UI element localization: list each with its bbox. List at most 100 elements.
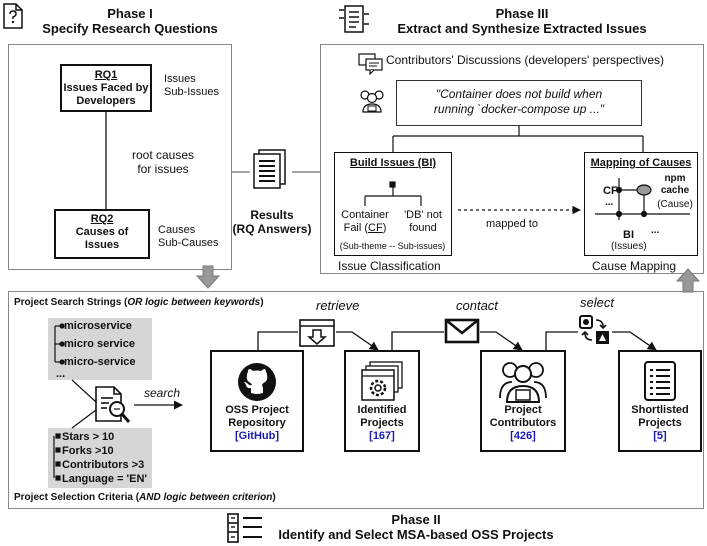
map-issues-label: (Issues) [611,241,647,252]
quote-tree-connector [392,126,644,152]
cause-mapping-label: Cause Mapping [592,259,677,273]
checklist-icon [643,360,677,402]
rq1-issues-label: Issues [164,73,196,85]
quote-line2: running `docker-compose up ..." [433,102,605,116]
keyword-item: micro-service [64,356,136,368]
contributors-count: [426] [510,430,536,442]
rq2-line2: Issues [84,239,120,251]
criteria-to-search-line [71,409,97,429]
identified-line1: Identified [357,404,407,416]
shortlisted-line1: Shortlisted [631,404,689,416]
repo-count: [GitHub] [235,430,279,442]
root-causes-label: root causes for issues [118,148,208,176]
criteria-label: Project Selection Criteria (AND logic be… [14,492,276,504]
phase1-panel [8,44,232,270]
rq1-subissues-label: Sub-Issues [164,86,220,98]
rq2-box: RQ2 Causes of Issues [54,209,150,259]
contact-envelope-icon [444,318,480,344]
criteria-label-logic: AND logic between criterion [139,492,273,503]
criterion-item: Language = 'EN' [62,473,147,485]
issue-classification-label: Issue Classification [338,259,441,273]
build-issues-tree [364,181,422,206]
search-strings-suffix: ) [260,297,264,308]
cf-abbr: CF [368,222,383,234]
db-line2: found [409,222,437,234]
map-bi-label: BI [623,229,634,241]
cf-line1: Container [341,209,389,221]
discussions-label: Contributors' Discussions (developers' p… [386,53,665,67]
phase1-title: Specify Research Questions [42,21,218,36]
container-fail-label: Container Fail (CF) [337,209,393,235]
phase2-label: Phase II [391,512,441,527]
map-dots-top: ... [605,197,614,208]
root-causes-line1: root causes [131,148,195,162]
rq2-line1: Causes of [75,226,129,238]
keyword-item: microservice [64,320,132,332]
keyword-item: micro service [64,338,135,350]
contact-label: contact [456,298,498,313]
search-label: search [144,386,181,400]
criterion-item: Forks >10 [62,445,114,457]
github-icon [237,362,277,402]
identified-count: [167] [369,430,395,442]
db-not-found-label: 'DB' not found [397,209,449,235]
map-npm-line2: cache [660,185,690,196]
phase3-heading: Phase III Extract and Synthesize Extract… [372,6,672,36]
results-label: Results (RQ Answers) [226,208,318,236]
criteria-label-suffix: ) [272,492,276,503]
map-npm-label: npm cache [653,173,697,197]
db-line1: 'DB' not [404,209,442,221]
keywords-to-search-line [71,379,97,403]
repo-line1: OSS Project [225,404,289,416]
build-issues-box: Build Issues (BI) Container Fail (CF) 'D… [334,152,452,256]
checklist-form-icon [226,512,264,544]
keyword-item: ... [56,368,66,380]
sub-theme-label: (Sub-theme -- Sub-issues) [339,241,446,251]
map-cf-label: CF [603,185,618,197]
rq1-side-labels: Issues Sub-Issues [164,73,219,99]
criteria-tree [53,433,61,481]
phase2-up-arrow [675,268,701,293]
search-strings-label: Project Search Strings (OR logic between… [14,297,264,309]
select-label: select [580,295,614,310]
quote-box: "Container does not build when running `… [396,80,642,126]
results-document-icon [250,148,288,190]
phase2-title: Identify and Select MSA-based OSS Projec… [278,527,554,542]
search-strings-prefix: Project Search Strings ( [14,297,128,308]
keywords-box: microservice micro service micro-service… [48,318,152,380]
retrieve-label: retrieve [316,298,360,313]
rq1-text: Issues Faced by Developers [63,82,149,107]
repo-line2: Repository [228,417,286,429]
results-line1: Results [250,208,294,222]
web-config-icon [360,360,404,404]
phase3-panel [320,44,704,274]
retrieve-arrow [257,331,378,350]
criterion-item: Contributors >3 [62,459,145,471]
oss-repository-box: OSS Project Repository [GitHub] [210,350,304,452]
criterion-item: Stars > 10 [62,431,115,443]
search-document-icon [94,385,132,425]
contributors-line2: Contributors [489,417,557,429]
extract-document-icon [338,2,370,36]
cf-line2: Fail (CF) [337,222,393,235]
build-issues-title: Build Issues (BI) [349,157,437,169]
rq2-causes-label: Causes [158,224,196,236]
select-arrow [545,331,656,350]
identified-line2: Projects [360,417,404,429]
cf-prefix: Fail ( [343,222,369,234]
contributors-line1: Project [504,404,542,416]
map-cause-label: (Cause) [657,199,693,210]
phase3-label: Phase III [495,6,549,21]
shortlisted-count: [5] [653,430,667,442]
phase1-down-arrow [195,265,221,289]
map-dots-bottom: ... [651,225,660,236]
rq1-code: RQ1 [94,69,118,81]
criteria-box: Stars > 10 Forks >10 Contributors >3 Lan… [48,428,152,488]
phase2-heading: Phase II Identify and Select MSA-based O… [266,512,566,542]
mapping-title: Mapping of Causes [590,157,692,169]
mapping-of-causes-box: Mapping of Causes CF ... npm cache (Caus… [584,152,698,256]
phase3-title: Extract and Synthesize Extracted Issues [397,21,647,36]
identified-projects-box: Identified Projects [167] [344,350,420,452]
